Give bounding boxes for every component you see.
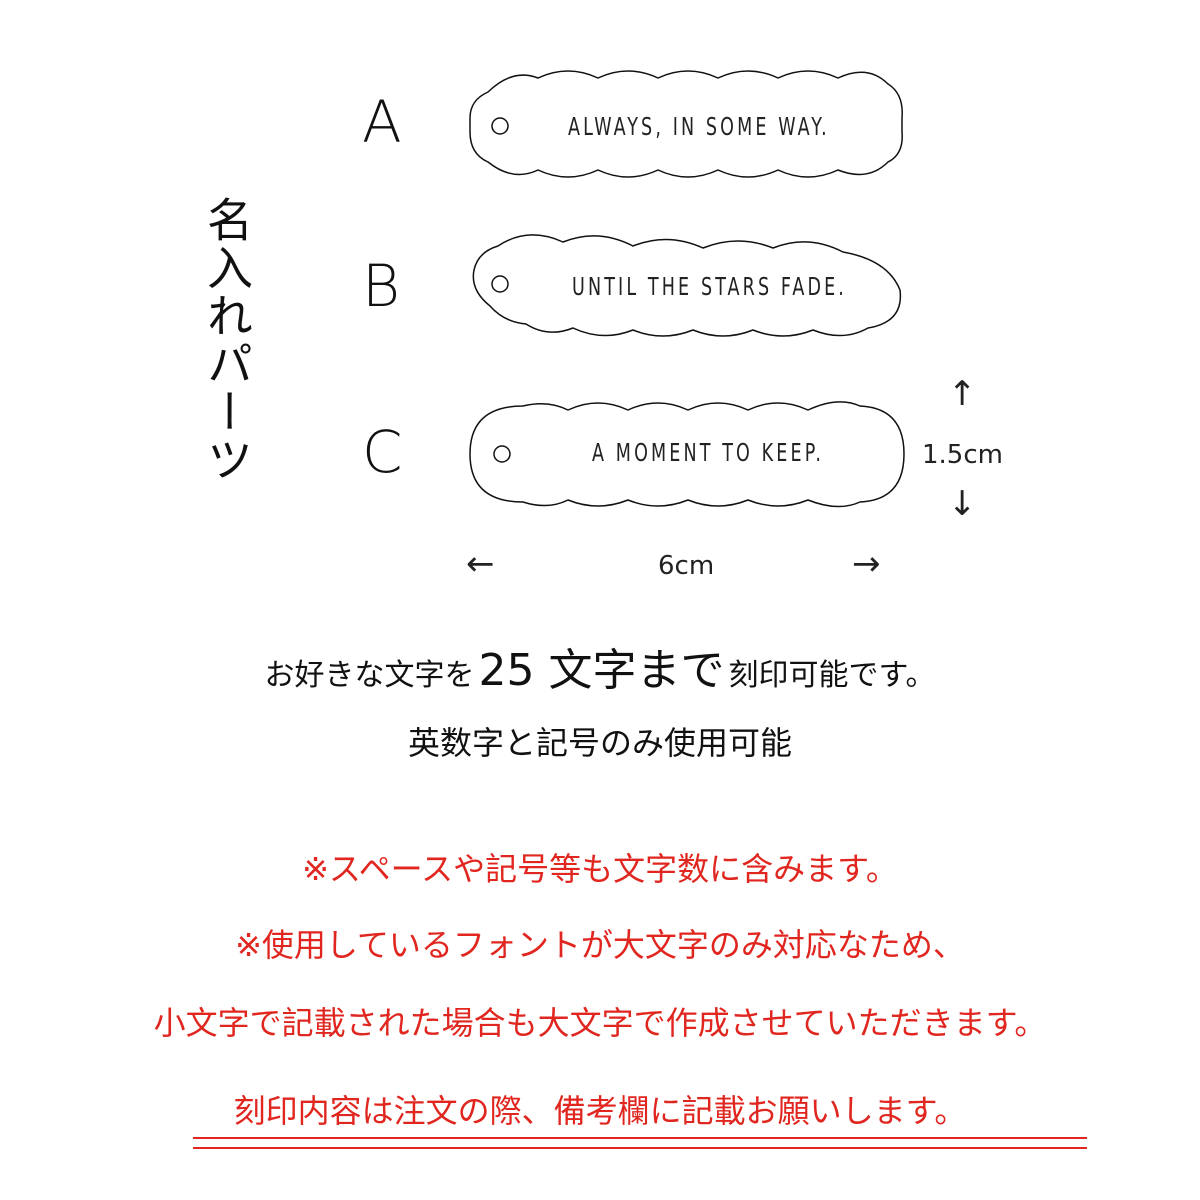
info-line-1-end: 刻印可能です。 xyxy=(728,658,936,693)
tag-a-outline xyxy=(469,70,903,178)
arrow-left-icon: ← xyxy=(466,544,495,584)
note-4: 刻印内容は注文の際、備考欄に記載お願いします。 xyxy=(233,1092,967,1130)
tag-letter-b: B xyxy=(362,252,400,320)
tag-a-shape: ALWAYS, IN SOME WAY. xyxy=(468,70,908,185)
tag-b-shape: UNTIL THE STARS FADE. xyxy=(468,232,908,347)
underline-rule-2 xyxy=(193,1147,1087,1149)
note-1: ※スペースや記号等も文字数に含みます。 xyxy=(302,850,898,888)
info-line-1: お好きな文字を25 文字まで刻印可能です。 xyxy=(0,634,1200,698)
note-2: ※使用しているフォントが大文字のみ対応なため、 xyxy=(235,926,965,964)
arrow-right-icon: → xyxy=(852,544,881,584)
width-dimension: 6cm xyxy=(658,551,715,581)
underline-rule-1 xyxy=(193,1137,1087,1139)
arrow-down-icon: ↓ xyxy=(948,484,977,524)
info-line-1-start: お好きな文字を xyxy=(264,658,475,693)
tag-letter-a: A xyxy=(362,88,402,156)
tag-b-outline xyxy=(472,234,902,337)
tag-a-text: ALWAYS, IN SOME WAY. xyxy=(568,112,830,141)
info-line-2: 英数字と記号のみ使用可能 xyxy=(407,724,792,762)
arrow-up-icon: ↑ xyxy=(948,374,977,414)
tag-c-outline xyxy=(469,401,905,508)
tag-b-text: UNTIL THE STARS FADE. xyxy=(572,272,847,301)
vertical-title: 名入れパーツ xyxy=(200,196,254,484)
tag-c-shape: A MOMENT TO KEEP. xyxy=(468,398,908,513)
note-3: 小文字で記載された場合も大文字で作成させていただきます。 xyxy=(153,1004,1047,1042)
height-dimension: 1.5cm xyxy=(922,440,1003,470)
tag-c-text: A MOMENT TO KEEP. xyxy=(592,438,825,467)
info-line-1-emphasis: 25 文字まで xyxy=(478,645,725,696)
tag-letter-c: C xyxy=(362,418,403,486)
